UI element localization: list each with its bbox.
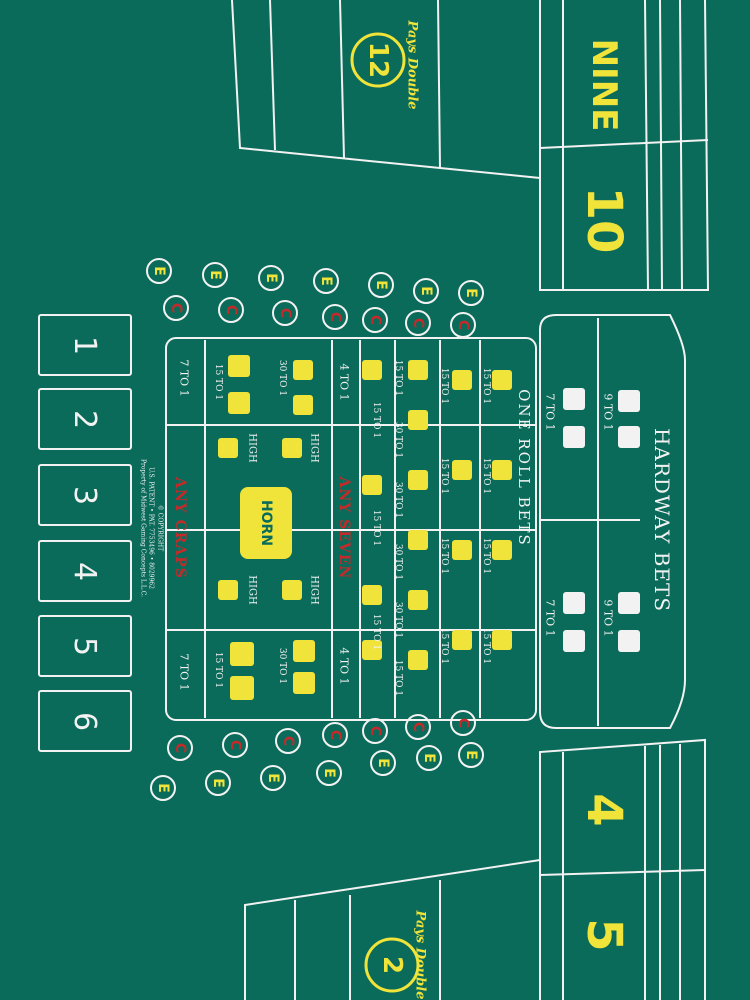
field-twelve-label: 12 [363,41,393,79]
prop-payout-16: 15 TO 1 [481,537,491,575]
dice-pips [218,355,512,700]
one-roll-title: ONE ROLL BETS [515,389,533,547]
field-top-area[interactable] [231,0,541,179]
any-craps-payout-top: 7 TO 1 [177,359,191,397]
copyright-line-2: U.S. PATENT • PAT. 7753496 • 8029962 [147,467,155,589]
hardway-left-top-payout: 9 TO 1 [601,393,615,431]
horn-payout-30-b: 30 TO 1 [277,647,287,685]
any-seven-payout-top: 4 TO 1 [337,363,351,401]
any-craps-payout-bottom: 7 TO 1 [177,653,191,691]
ce-bet-c-left-6[interactable]: C [405,310,431,336]
number-box-2[interactable]: 2 [38,388,132,450]
field-two-label: 2 [377,955,407,975]
ce-bet-e-left-1[interactable]: E [146,258,172,284]
ce-bet-c-right-1[interactable]: C [167,735,193,761]
prop-payout-5: 30 TO 1 [393,421,403,459]
hardway-right-top-payout: 9 TO 1 [601,599,615,637]
ce-bet-c-right-5[interactable]: C [362,718,388,744]
ce-bet-e-right-5[interactable]: E [370,750,396,776]
prop-payout-9: 15 TO 1 [393,659,403,697]
ce-bet-c-left-3[interactable]: C [272,300,298,326]
prop-payout-11: 15 TO 1 [439,457,449,495]
horn-label[interactable]: HORN [258,499,274,547]
ce-bet-c-right-2[interactable]: C [222,732,248,758]
ce-bet-c-left-4[interactable]: C [322,304,348,330]
place-five-label: 5 [576,918,632,952]
prop-payout-12: 15 TO 1 [439,537,449,575]
prop-payout-2: 15 TO 1 [371,509,381,547]
prop-payout-17: 15 TO 1 [481,627,491,665]
any-seven-payout-bottom: 4 TO 1 [337,647,351,685]
ce-bet-e-right-1[interactable]: E [150,775,176,801]
copyright-line-3: Property of Midwest Gaming Concepts L.L.… [139,458,147,598]
ce-bet-c-left-5[interactable]: C [362,307,388,333]
hardway-box[interactable] [539,314,686,729]
ce-bet-e-right-7[interactable]: E [458,742,484,768]
prop-payout-1: 15 TO 1 [371,401,381,439]
number-box-3[interactable]: 3 [38,464,132,526]
horn-payout-30-a: 30 TO 1 [277,359,287,397]
field-two-pays-double: Pays Double [412,910,428,1000]
field-twelve-pays-double: Pays Double [404,20,420,110]
hardway-dice [563,388,640,652]
place-nine-label: NINE [584,38,624,132]
prop-payout-10: 15 TO 1 [439,367,449,405]
field-bottom-area[interactable] [244,859,541,1000]
ce-bet-e-right-6[interactable]: E [416,745,442,771]
prop-payout-3: 15 TO 1 [371,613,381,651]
horn-badge[interactable] [240,487,292,559]
number-box-6[interactable]: 6 [38,690,132,752]
ce-bet-e-left-4[interactable]: E [313,268,339,294]
copyright-line-1: © COPYRIGHT [156,504,164,552]
horn-payout-15-b: 15 TO 1 [213,651,223,689]
high-label-3: HIGH [246,575,258,605]
prop-payout-7: 30 TO 1 [393,543,403,581]
ce-bet-e-right-4[interactable]: E [316,760,342,786]
ce-bet-c-left-7[interactable]: C [450,312,476,338]
high-label-4: HIGH [308,575,320,605]
pays-double-2-ring [364,937,420,993]
hardway-title: HARDWAY BETS [650,427,674,613]
prop-payout-6: 30 TO 1 [393,481,403,519]
prop-payout-8: 30 TO 1 [393,601,403,639]
ce-bet-e-left-5[interactable]: E [368,272,394,298]
ce-bet-c-right-3[interactable]: C [275,728,301,754]
ce-bet-e-left-3[interactable]: E [258,265,284,291]
number-box-4[interactable]: 4 [38,540,132,602]
ce-bet-c-right-4[interactable]: C [322,722,348,748]
place-number-top-area[interactable] [539,0,710,291]
ce-bet-e-right-2[interactable]: E [205,770,231,796]
prop-payout-14: 15 TO 1 [481,367,491,405]
place-ten-label: 10 [576,186,632,254]
ce-bet-c-left-2[interactable]: C [218,297,244,323]
horn-payout-15-a: 15 TO 1 [213,363,223,401]
prop-payout-13: 15 TO 1 [439,627,449,665]
pays-double-12-ring [350,32,406,88]
ce-bet-e-left-7[interactable]: E [458,280,484,306]
any-seven-label[interactable]: ANY SEVEN [336,476,352,580]
hardway-right-bottom-payout: 7 TO 1 [543,599,557,637]
hardway-left-bottom-payout: 7 TO 1 [543,393,557,431]
any-craps-label[interactable]: ANY CRAPS [172,477,188,579]
ce-bet-e-right-3[interactable]: E [260,765,286,791]
ce-bet-e-left-6[interactable]: E [413,278,439,304]
one-roll-box[interactable] [165,337,537,721]
prop-payout-4: 15 TO 1 [393,359,403,397]
ce-bet-e-left-2[interactable]: E [202,262,228,288]
ce-bet-c-left-1[interactable]: C [163,295,189,321]
ce-bet-c-right-6[interactable]: C [405,714,431,740]
place-four-label: 4 [576,793,632,827]
place-number-bottom-area[interactable] [539,738,706,1000]
number-box-1[interactable]: 1 [38,314,132,376]
high-label-2: HIGH [308,433,320,463]
prop-payout-15: 15 TO 1 [481,457,491,495]
number-box-5[interactable]: 5 [38,615,132,677]
ce-bet-c-right-7[interactable]: C [450,710,476,736]
high-label-1: HIGH [246,433,258,463]
